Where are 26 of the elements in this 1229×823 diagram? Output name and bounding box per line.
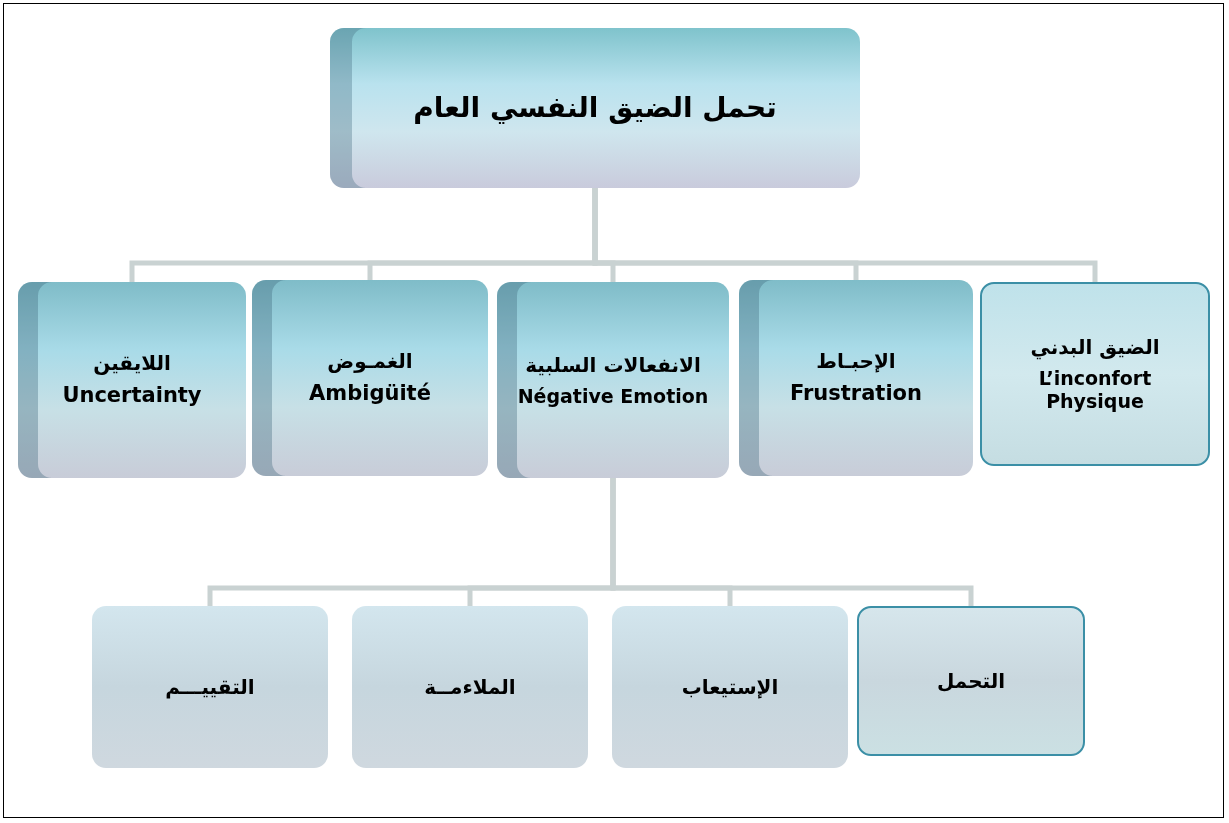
arabic-label: الملاءمــة [424, 675, 516, 699]
arabic-label: التحمل [936, 669, 1006, 693]
translation-label: Ambigüité [309, 381, 431, 407]
concept-box [857, 606, 1085, 756]
arabic-label: تحمل الضيق النفسي العام [413, 91, 777, 125]
arabic-label: اللايقين [93, 351, 171, 376]
concept-box [252, 280, 488, 476]
concept-box [18, 282, 246, 478]
connector-line [592, 188, 1098, 282]
title-box [330, 28, 860, 188]
translation-label: Uncertainty [62, 383, 202, 409]
arabic-label: الغمـوض [327, 349, 413, 374]
concept-box [92, 606, 328, 768]
concept-box [612, 606, 848, 768]
translation-label: Frustration [790, 381, 922, 407]
arabic-label: التقييـــم [165, 675, 255, 699]
concept-box [352, 606, 588, 768]
translation-label: Négative Emotion [517, 384, 709, 408]
arabic-label: الانفعالات السلبية [525, 352, 701, 377]
arabic-label: الضيق البدني [1030, 335, 1160, 360]
arabic-label: الإستيعاب [681, 675, 779, 699]
translation-label: L’inconfort Physique [1037, 367, 1153, 413]
arabic-label: الإحبـاط [816, 349, 896, 374]
concept-box [497, 282, 729, 478]
concept-box [980, 282, 1210, 466]
concept-box [739, 280, 973, 476]
